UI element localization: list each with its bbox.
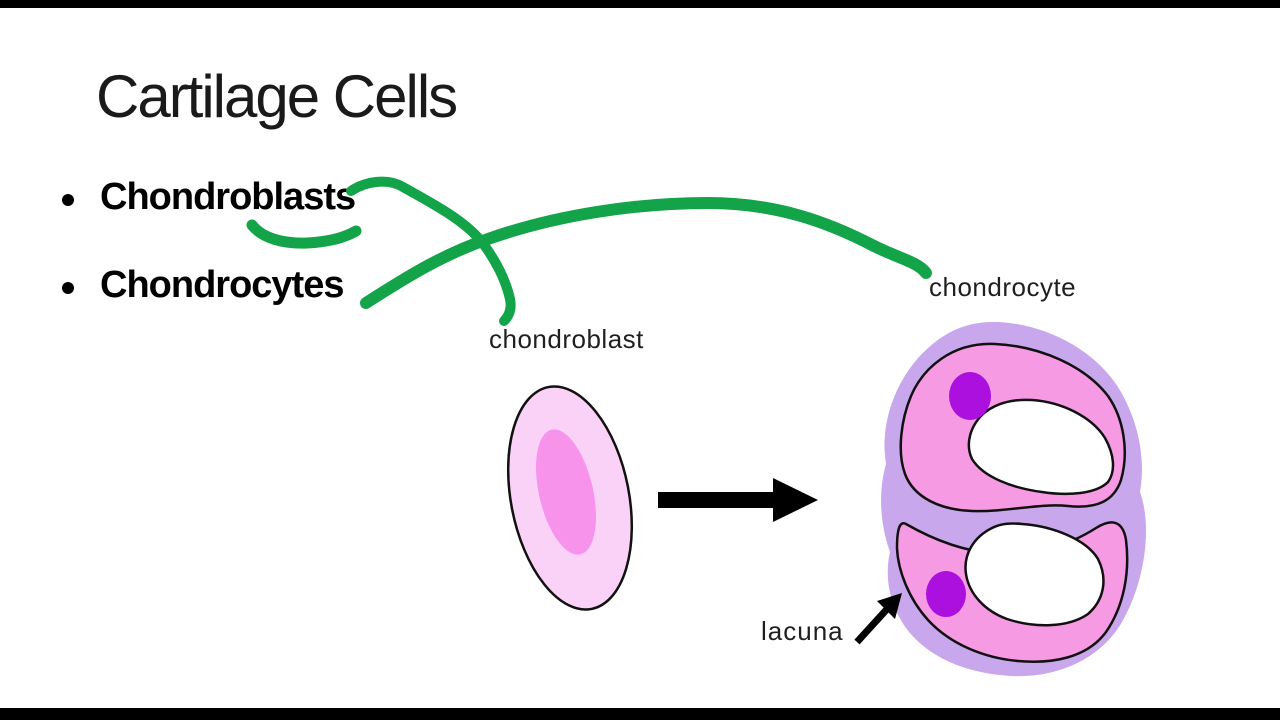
chondrocyte-nucleus-top [949,372,991,420]
bullet-item-chondrocytes: Chondrocytes [100,264,344,306]
lacuna-arrow-head [877,593,902,619]
letterbox-top-bar [0,0,1280,8]
chondrocyte-figure [881,321,1146,677]
chondroblast-nucleus [536,429,596,555]
chondrocyte-label: chondrocyte [929,272,1077,302]
bullet-item-chondroblasts: Chondroblasts [100,176,356,218]
lacuna-label: lacuna [761,616,844,646]
lacuna-bottom [964,522,1105,627]
chondrocyte-nucleus-bottom [926,571,966,617]
bullet-marker [62,282,74,294]
lacuna-arrow-icon [854,593,902,645]
letterbox-bottom-bar [0,708,1280,720]
bullet-marker [62,194,74,206]
transition-arrow-icon [658,478,818,522]
green-annotations [246,176,932,326]
chondroblast-cell [506,385,634,611]
lacuna-arrow-shaft [854,605,891,645]
page-title: Cartilage Cells [96,63,458,130]
underline-chondroblasts-stroke [246,219,362,249]
chondroblast-label: chondroblast [489,324,644,354]
curve-to-chondrocyte-stroke [360,196,932,309]
